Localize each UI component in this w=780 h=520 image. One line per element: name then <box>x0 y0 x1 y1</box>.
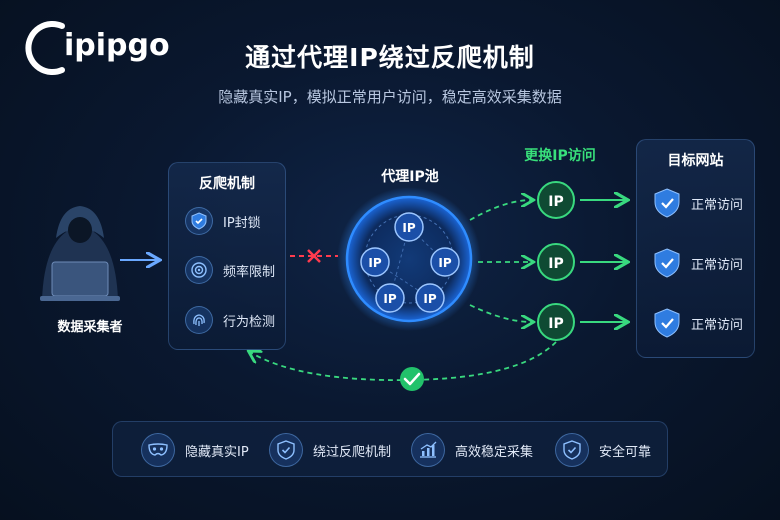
pool-node: IP <box>360 247 390 277</box>
feature-bypass: 绕过反爬机制 <box>269 433 391 467</box>
feature-label: 安全可靠 <box>599 444 652 460</box>
svg-text:IP: IP <box>423 292 436 306</box>
brand-logo: ipipgo <box>22 18 170 80</box>
target-site-panel: 目标网站 正常访问 正常访问 正常访问 <box>636 139 755 358</box>
blocked-x-icon <box>307 249 321 263</box>
target-item: 正常访问 <box>653 188 743 218</box>
svg-text:IP: IP <box>402 221 415 235</box>
page-subtitle: 隐藏真实IP，模拟正常用户访问，稳定高效采集数据 <box>218 88 562 106</box>
anti-item-label: IP封锁 <box>223 215 261 231</box>
feature-label: 高效稳定采集 <box>455 444 534 460</box>
shield-check-icon <box>555 433 589 467</box>
anti-crawl-title: 反爬机制 <box>199 176 255 192</box>
target-item-label: 正常访问 <box>691 197 744 213</box>
target-title: 目标网站 <box>667 153 724 169</box>
hacker-laptop-icon <box>40 206 120 301</box>
collector-label: 数据采集者 <box>57 320 123 335</box>
switch-ip-node: IP <box>537 243 575 281</box>
feature-hide-ip: 隐藏真实IP <box>141 433 249 467</box>
logo-ring-icon <box>25 21 65 75</box>
feature-label: 绕过反爬机制 <box>313 444 392 460</box>
feature-bar: 隐藏真实IP 绕过反爬机制 高效稳定采集 安全可靠 <box>112 421 668 477</box>
feature-label: 隐藏真实IP <box>185 444 249 460</box>
route-line-3 <box>469 304 532 322</box>
svg-text:IP: IP <box>383 292 396 306</box>
feature-secure: 安全可靠 <box>555 433 651 467</box>
mask-icon <box>141 433 175 467</box>
target-item-label: 正常访问 <box>691 257 744 273</box>
route-line-1 <box>469 200 532 221</box>
fingerprint-icon <box>185 306 213 334</box>
shield-check-icon <box>654 248 680 278</box>
chart-up-icon <box>411 433 445 467</box>
pool-node: IP <box>430 247 460 277</box>
target-item-label: 正常访问 <box>691 317 744 333</box>
page-title: 通过代理IP绕过反爬机制 <box>245 43 535 72</box>
target-item: 正常访问 <box>653 308 743 338</box>
anti-item-label: 频率限制 <box>223 264 276 280</box>
shield-check-icon <box>654 308 680 338</box>
success-check-icon <box>400 367 424 391</box>
logo-text: ipipgo <box>64 28 170 63</box>
anti-item-label: 行为检测 <box>223 314 276 330</box>
svg-text:IP: IP <box>548 316 563 332</box>
target-icon <box>185 256 213 284</box>
target-item: 正常访问 <box>653 248 743 278</box>
switch-ip-node: IP <box>537 303 575 341</box>
anti-crawl-panel: 反爬机制 IP封锁 频率限制 行为检测 <box>168 162 286 350</box>
feature-stable: 高效稳定采集 <box>411 433 533 467</box>
anti-item-rate-limit: 频率限制 <box>185 255 275 285</box>
svg-text:IP: IP <box>548 194 563 210</box>
shield-check-icon <box>269 433 303 467</box>
anti-item-behavior: 行为检测 <box>185 305 275 335</box>
shield-check-icon <box>185 207 213 235</box>
svg-text:IP: IP <box>368 256 381 270</box>
shield-check-icon <box>654 188 680 218</box>
pool-node: IP <box>375 283 405 313</box>
switch-ip-label: 更换IP访问 <box>524 148 596 164</box>
pool-node: IP <box>394 212 424 242</box>
pool-node: IP <box>415 283 445 313</box>
switch-ip-node: IP <box>537 181 575 219</box>
proxy-pool-label: 代理IP池 <box>381 169 439 185</box>
anti-item-ip-block: IP封锁 <box>185 206 261 236</box>
svg-text:IP: IP <box>548 256 563 272</box>
svg-text:IP: IP <box>438 256 451 270</box>
